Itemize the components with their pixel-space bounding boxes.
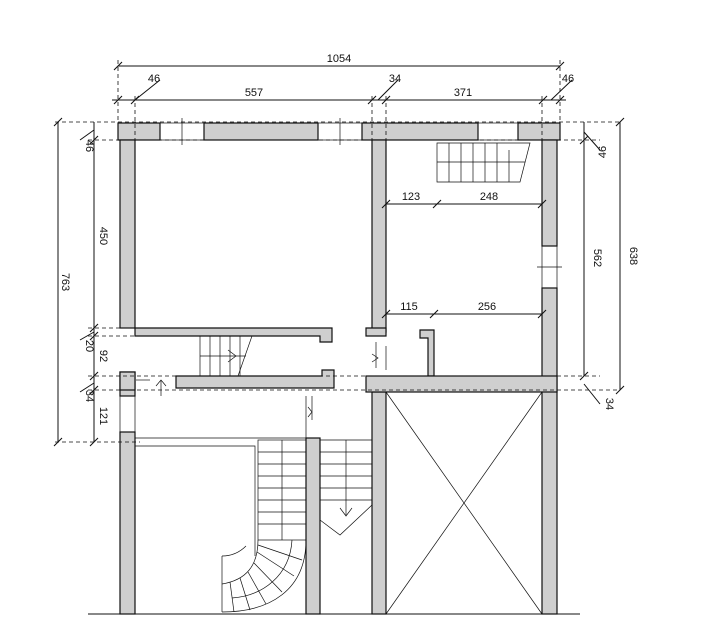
dim-right-room-width: 371 bbox=[454, 87, 472, 99]
dim-overall-width: 1054 bbox=[327, 53, 351, 65]
dim-room-height-left: 450 bbox=[97, 227, 109, 245]
partition bbox=[365, 327, 387, 337]
right-wall bbox=[541, 287, 558, 615]
top-wall-segment bbox=[203, 122, 319, 141]
dim-right-segment-c: 115 bbox=[400, 301, 418, 313]
dim-total-height-left: 763 bbox=[59, 273, 71, 291]
middle-wall bbox=[371, 139, 387, 333]
direction-arrows bbox=[136, 342, 387, 438]
walls bbox=[117, 118, 562, 615]
dim-partition: 20 bbox=[83, 340, 95, 352]
dim-right-segment-b: 248 bbox=[480, 191, 498, 203]
dim-left-room-width: 557 bbox=[245, 87, 263, 99]
left-wall bbox=[119, 139, 136, 329]
top-wall-segment bbox=[361, 122, 479, 141]
middle-wall bbox=[371, 391, 387, 615]
dim-right-segment-d: 256 bbox=[478, 301, 496, 313]
partition bbox=[419, 329, 435, 377]
stair-corridor bbox=[199, 335, 253, 377]
dim-left-wall: 46 bbox=[148, 73, 160, 85]
shaft-void bbox=[385, 391, 543, 615]
dim-total-height-right: 638 bbox=[627, 247, 639, 265]
stair-wall bbox=[305, 437, 321, 615]
dimension-labels: 1054 46 557 34 371 46 123 248 115 256 46… bbox=[59, 53, 639, 425]
dim-bottom-wall-right: 34 bbox=[603, 398, 615, 410]
dim-corridor: 92 bbox=[97, 350, 109, 362]
window bbox=[477, 122, 519, 141]
dim-right-segment-a: 123 bbox=[402, 191, 420, 203]
corridor-partition bbox=[134, 327, 333, 343]
dim-room-height-right: 562 bbox=[591, 249, 603, 267]
stair-upper-right bbox=[436, 142, 531, 183]
right-wall bbox=[541, 139, 558, 247]
stub-wall bbox=[119, 371, 136, 391]
stair-main bbox=[221, 439, 373, 613]
top-wall-segment bbox=[517, 122, 561, 141]
dim-middle-wall: 34 bbox=[389, 73, 401, 85]
dim-wall-lower: 34 bbox=[83, 390, 95, 402]
top-wall-segment bbox=[117, 122, 161, 141]
dim-top-wall-left: 46 bbox=[83, 140, 95, 152]
dimension-lines bbox=[53, 60, 625, 447]
dim-stair-gap: 121 bbox=[97, 407, 109, 425]
dim-right-wall: 46 bbox=[562, 73, 574, 85]
dim-top-wall-right: 46 bbox=[597, 146, 609, 158]
left-wall bbox=[119, 431, 136, 615]
